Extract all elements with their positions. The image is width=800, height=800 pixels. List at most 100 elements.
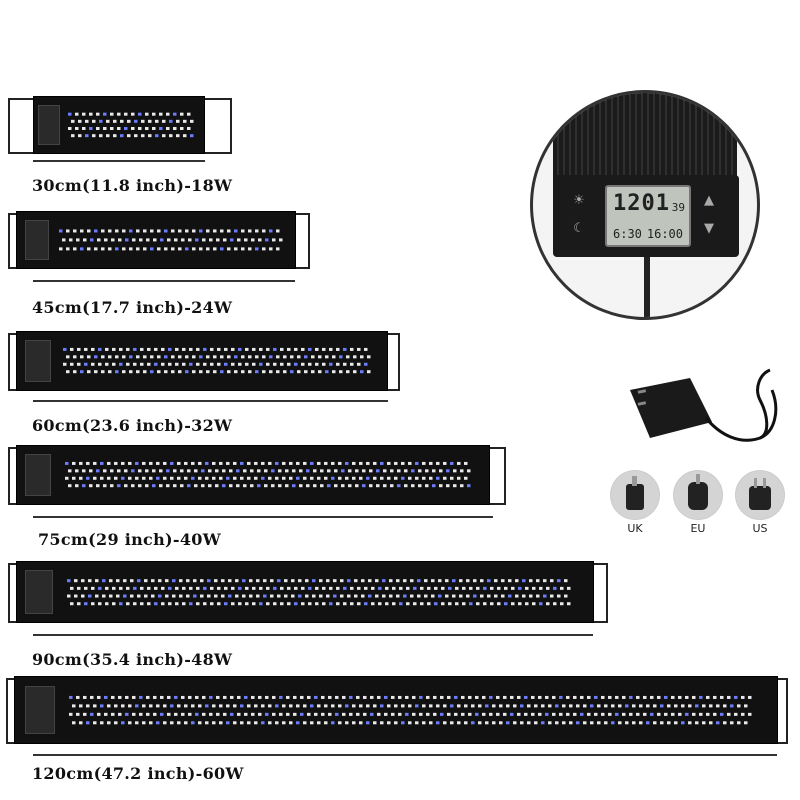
- led-dot: [115, 370, 119, 374]
- led-dot: [709, 704, 713, 708]
- led-dot: [266, 602, 270, 606]
- led-dot: [198, 704, 202, 708]
- led-dot: [348, 484, 352, 488]
- led-dot: [220, 355, 224, 359]
- led-dot: [285, 484, 289, 488]
- led-dot: [151, 578, 155, 582]
- led-dot: [501, 578, 505, 582]
- led-dot: [487, 578, 491, 582]
- led-dot: [244, 712, 248, 716]
- led-dot: [95, 594, 99, 598]
- led-dot: [139, 712, 143, 716]
- led-dot: [242, 578, 246, 582]
- led-dot: [248, 355, 252, 359]
- led-dot: [86, 704, 90, 708]
- led-dot: [93, 477, 97, 481]
- led-array: [65, 573, 576, 611]
- led-dot: [296, 721, 300, 725]
- led-dot: [121, 462, 125, 466]
- led-dot: [164, 229, 168, 233]
- led-dot: [653, 704, 657, 708]
- led-dot: [108, 229, 112, 233]
- led-dot: [383, 469, 387, 473]
- arrow-down-icon: ▼: [704, 221, 714, 236]
- led-dot: [364, 602, 368, 606]
- led-dot: [106, 134, 110, 138]
- led-dot: [439, 469, 443, 473]
- led-dot: [335, 712, 339, 716]
- led-dot: [127, 119, 131, 123]
- led-dot: [494, 578, 498, 582]
- led-dot: [539, 602, 543, 606]
- led-dot: [734, 695, 738, 699]
- led-dot: [518, 586, 522, 590]
- led-dot: [152, 469, 156, 473]
- led-dot: [548, 704, 552, 708]
- led-dot: [352, 477, 356, 481]
- led-dot: [527, 721, 531, 725]
- plug-label-us: US: [752, 522, 768, 535]
- led-dot: [567, 602, 571, 606]
- controller-closeup: ☀ ☾ 1201 39 6:30 16:00 ▲ ▼: [530, 90, 760, 320]
- size-label: 45cm(17.7 inch)-24W: [32, 298, 233, 317]
- led-dot: [81, 594, 85, 598]
- led-dot: [136, 247, 140, 251]
- led-dot: [98, 602, 102, 606]
- led-dot: [706, 695, 710, 699]
- led-dot: [555, 704, 559, 708]
- led-dot: [427, 586, 431, 590]
- led-dot: [168, 602, 172, 606]
- led-dot: [255, 247, 259, 251]
- led-dot: [299, 469, 303, 473]
- led-dot: [68, 127, 72, 131]
- led-dot: [342, 695, 346, 699]
- led-dot: [271, 469, 275, 473]
- led-dot: [306, 484, 310, 488]
- led-dot: [695, 721, 699, 725]
- led-dot: [210, 586, 214, 590]
- led-dot: [105, 602, 109, 606]
- led-array: [61, 342, 376, 379]
- led-dot: [564, 578, 568, 582]
- led-dot: [248, 247, 252, 251]
- led-dot: [105, 586, 109, 590]
- led-dot: [275, 462, 279, 466]
- led-dot: [252, 363, 256, 367]
- led-dot: [452, 578, 456, 582]
- led-dot: [207, 594, 211, 598]
- led-dot: [144, 594, 148, 598]
- led-dot: [331, 704, 335, 708]
- led-dot: [289, 477, 293, 481]
- light-bar: [16, 561, 594, 623]
- led-dot: [170, 721, 174, 725]
- led-dot: [209, 695, 213, 699]
- led-dot: [112, 602, 116, 606]
- led-dot: [87, 355, 91, 359]
- led-dot: [209, 238, 213, 242]
- led-dot: [336, 348, 340, 352]
- led-dot: [447, 695, 451, 699]
- led-dot: [597, 704, 601, 708]
- led-dot: [650, 712, 654, 716]
- led-dot: [699, 695, 703, 699]
- led-dot: [147, 363, 151, 367]
- led-dot: [135, 477, 139, 481]
- led-dot: [160, 712, 164, 716]
- led-dot: [118, 238, 122, 242]
- led-dot: [417, 594, 421, 598]
- led-dot: [68, 484, 72, 488]
- led-dot: [183, 119, 187, 123]
- led-dot: [405, 695, 409, 699]
- led-dot: [356, 712, 360, 716]
- led-dot: [69, 695, 73, 699]
- led-dot: [336, 363, 340, 367]
- led-dot: [270, 578, 274, 582]
- led-dot: [408, 462, 412, 466]
- underline: [33, 280, 295, 282]
- led-dot: [236, 484, 240, 488]
- led-dot: [667, 704, 671, 708]
- led-dot: [181, 238, 185, 242]
- led-dot: [80, 247, 84, 251]
- led-dot: [123, 578, 127, 582]
- led-dot: [219, 477, 223, 481]
